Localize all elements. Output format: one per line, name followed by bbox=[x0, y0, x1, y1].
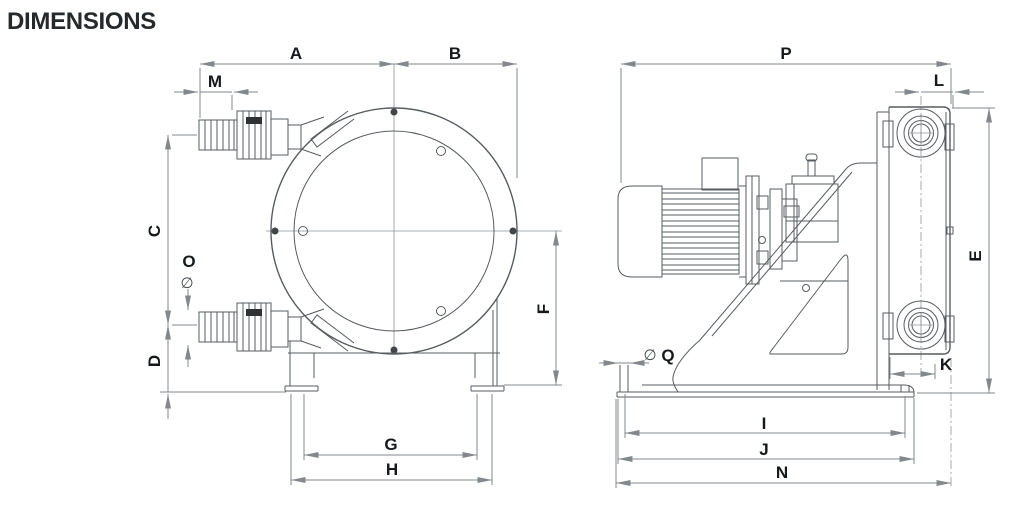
dim-label-i: I bbox=[762, 414, 767, 433]
front-view: A B M C D O ∅ F G H bbox=[145, 44, 562, 485]
side-view: P L E K I J N ∅ Q bbox=[599, 44, 995, 488]
dim-label-h: H bbox=[386, 460, 398, 479]
dim-label-p: P bbox=[780, 44, 791, 63]
dim-label-q: Q bbox=[661, 346, 674, 365]
dim-label-a: A bbox=[290, 44, 302, 63]
dim-label-m: M bbox=[208, 72, 222, 91]
dim-label-o: O bbox=[182, 252, 195, 271]
hose-connector-bottom bbox=[198, 302, 325, 352]
stand-bracket-side bbox=[672, 162, 877, 393]
port-clamp-tab bbox=[882, 312, 894, 340]
dim-label-k: K bbox=[940, 355, 953, 374]
dim-label-d: D bbox=[145, 355, 164, 367]
motor-terminal-box bbox=[701, 157, 739, 191]
motor-side bbox=[617, 157, 746, 278]
port-clamp-tab bbox=[882, 120, 894, 148]
gearbox-shaft-pin bbox=[807, 159, 816, 177]
port-clamp-tab bbox=[944, 315, 955, 343]
pump-head-side bbox=[876, 106, 955, 390]
page-title-group: DIMENSIONS bbox=[7, 8, 157, 35]
dim-label-j: J bbox=[759, 440, 768, 459]
dimension-lines-side bbox=[599, 61, 995, 488]
dimension-labels-side: P L E K I J N ∅ Q bbox=[643, 44, 985, 482]
dim-label-g: G bbox=[384, 435, 397, 454]
mounting-feet-front bbox=[284, 385, 505, 392]
dimension-lines-front bbox=[160, 61, 562, 485]
dim-label-b: B bbox=[449, 44, 461, 63]
dim-label-f: F bbox=[534, 304, 553, 314]
dimension-labels-front: A B M C D O ∅ F G H bbox=[145, 44, 553, 479]
hose-clamp-bolt-bottom bbox=[246, 309, 262, 316]
hose-connector-top bbox=[198, 110, 325, 160]
dim-label-e: E bbox=[966, 250, 985, 261]
diameter-symbol-o: ∅ bbox=[180, 275, 193, 292]
diameter-symbol-q: ∅ bbox=[643, 347, 656, 364]
centerlines-front bbox=[266, 64, 562, 353]
dim-label-l: L bbox=[934, 71, 944, 90]
dim-label-c: C bbox=[145, 225, 164, 237]
pump-housing-front bbox=[270, 107, 518, 386]
dim-label-n: N bbox=[776, 463, 788, 482]
port-clamp-tab bbox=[944, 123, 955, 151]
gearbox-side bbox=[745, 153, 839, 285]
base-plate-side bbox=[616, 365, 915, 398]
page-title: DIMENSIONS bbox=[7, 8, 156, 35]
hose-clamp-bolt-top bbox=[246, 117, 262, 124]
